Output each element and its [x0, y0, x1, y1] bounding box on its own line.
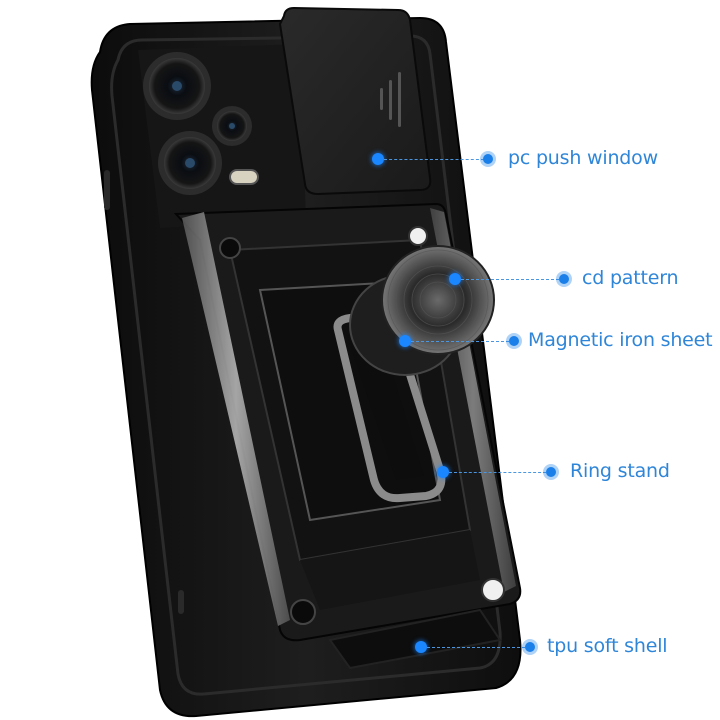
marker-dot-icon	[415, 641, 427, 653]
callout-label: tpu soft shell	[547, 635, 668, 657]
camera-slide-cover	[278, 6, 432, 196]
marker-dot-icon	[546, 467, 556, 477]
marker-dot-icon	[483, 154, 493, 164]
magnetic-disc	[349, 245, 495, 376]
callout-label: cd pattern	[582, 267, 679, 289]
camera-lens-secondary	[212, 106, 252, 146]
marker-dot-icon	[559, 274, 569, 284]
callout-label: pc push window	[508, 147, 658, 169]
camera-lens-third	[158, 131, 222, 195]
camera-lens-main	[143, 52, 211, 120]
marker-dot-icon	[449, 273, 461, 285]
marker-dot-icon	[372, 153, 384, 165]
leader-line	[411, 341, 509, 342]
leader-line	[461, 279, 559, 280]
flash-icon	[229, 169, 259, 185]
marker-dot-icon	[399, 335, 411, 347]
leader-line	[384, 159, 484, 160]
callout-label: Magnetic iron sheet	[528, 329, 713, 351]
marker-dot-icon	[437, 466, 449, 478]
leader-line	[427, 647, 525, 648]
marker-dot-icon	[509, 336, 519, 346]
marker-dot-icon	[525, 642, 535, 652]
callout-label: Ring stand	[570, 460, 670, 482]
leader-line	[449, 472, 546, 473]
